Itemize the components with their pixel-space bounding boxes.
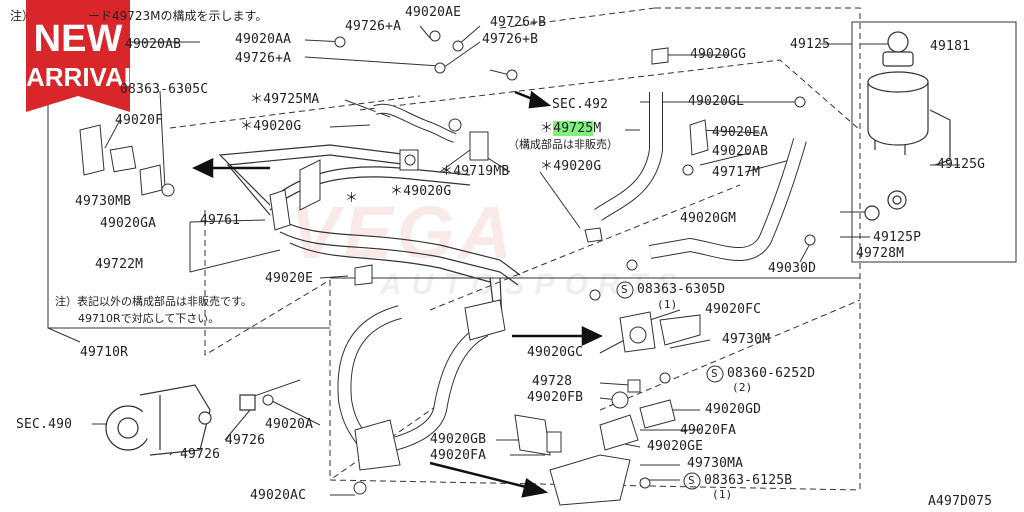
label-49020e: 49020E <box>265 271 314 286</box>
label-49020gc: 49020GC <box>527 345 584 360</box>
label-49020g-mid2: ＊49020G <box>390 184 452 199</box>
label-49020ge: 49020GE <box>647 439 704 454</box>
label-qty-1b: (1) <box>712 488 733 501</box>
label-08363-6125b: 08363-6125B <box>704 473 793 488</box>
label-49730mb: 49730MB <box>75 194 132 209</box>
label-49020aa: 49020AA <box>235 32 292 47</box>
label-49020a: 49020A <box>265 417 314 432</box>
sec-note: （構成部品は非販売） <box>508 138 618 151</box>
label-49728m: 49728M <box>856 246 905 261</box>
label-49020fb: 49020FB <box>527 390 584 405</box>
label-49020ea: 49020EA <box>712 125 769 140</box>
label-49020ab-top: 49020AB <box>125 37 182 52</box>
s-mark-3: S <box>688 474 695 487</box>
label-49761: 49761 <box>200 213 241 228</box>
note-line1: 注）表記以外の構成部品は非販売です。 <box>55 295 252 308</box>
label-49722m: 49722M <box>95 257 144 272</box>
label-49020fc: 49020FC <box>705 302 762 317</box>
label-49717m: 49717M <box>712 165 761 180</box>
diagram-id: A497D075 <box>928 494 993 509</box>
label-49020fa-1: 49020FA <box>680 423 737 438</box>
badge-ribbon-shape <box>26 0 130 112</box>
label-49725ma: ＊49725MA <box>250 92 320 107</box>
label-49020gd: 49020GD <box>705 402 762 417</box>
badge-line2: ARRIVAL <box>26 62 140 92</box>
label-49726-2: 49726 <box>180 447 221 462</box>
label-49125p: 49125P <box>873 230 922 245</box>
label-49125: 49125 <box>790 37 831 52</box>
label-49726a-1: 49726+A <box>345 19 402 34</box>
label-49020ab-mid: 49020AB <box>712 144 769 159</box>
label-49020gb: 49020GB <box>430 432 487 447</box>
label-49725m-suffix: M <box>593 121 602 136</box>
label-08360-6252d: 08360-6252D <box>727 366 816 381</box>
label-49725m-star: ＊ <box>540 121 554 136</box>
s-mark-2: S <box>711 367 718 380</box>
label-49725m-highlight: 49725 <box>553 121 594 136</box>
label-sec490: SEC.490 <box>16 417 73 432</box>
label-49726b-2: 49726+B <box>482 32 539 47</box>
label-49020ae: 49020AE <box>405 5 462 20</box>
label-49020gm: 49020GM <box>680 211 737 226</box>
label-49725m: ＊49725M <box>540 121 602 136</box>
label-qty-2: (2) <box>732 381 753 394</box>
label-sec492: SEC.492 <box>552 97 609 112</box>
label-49020gg: 49020GG <box>690 47 747 62</box>
label-49020g-left: ＊49020G <box>240 119 302 134</box>
label-49020ac: 49020AC <box>250 488 307 503</box>
label-49719mb: ＊49719MB <box>440 164 510 179</box>
label-49030d: 49030D <box>768 261 817 276</box>
new-arrival-badge: NEW ARRIVAL <box>26 0 140 112</box>
label-49020g-mid1: ＊49020G <box>540 159 602 174</box>
note-line2: 49710Rで対応して下さい。 <box>78 312 220 325</box>
header-note: 注） ード49723Mの構成を示します。 <box>10 9 268 23</box>
label-49726b-1: 49726+B <box>490 15 547 30</box>
label-49125g: 49125G <box>937 157 986 172</box>
label-star-mark: ＊ <box>345 191 359 206</box>
label-49730ma: 49730MA <box>687 456 744 471</box>
label-49020f: 49020F <box>115 113 164 128</box>
label-qty-1a: (1) <box>657 298 678 311</box>
watermark-sub: AUTOSPORTS <box>380 268 688 301</box>
s-mark-1: S <box>621 283 628 296</box>
label-49020fa-2: 49020FA <box>430 448 487 463</box>
badge-line1: NEW <box>33 18 123 60</box>
label-49020ga: 49020GA <box>100 216 157 231</box>
label-49710r: 49710R <box>80 345 129 360</box>
label-49726a-2: 49726+A <box>235 51 292 66</box>
label-08363-6305c: 08363-6305C <box>120 82 209 97</box>
label-08363-6305d: 08363-6305D <box>637 282 726 297</box>
label-49730m: 49730M <box>722 332 771 347</box>
label-49728: 49728 <box>532 374 573 389</box>
label-49020gl: 49020GL <box>688 94 745 109</box>
label-49181: 49181 <box>930 39 971 54</box>
label-49726-1: 49726 <box>225 433 266 448</box>
